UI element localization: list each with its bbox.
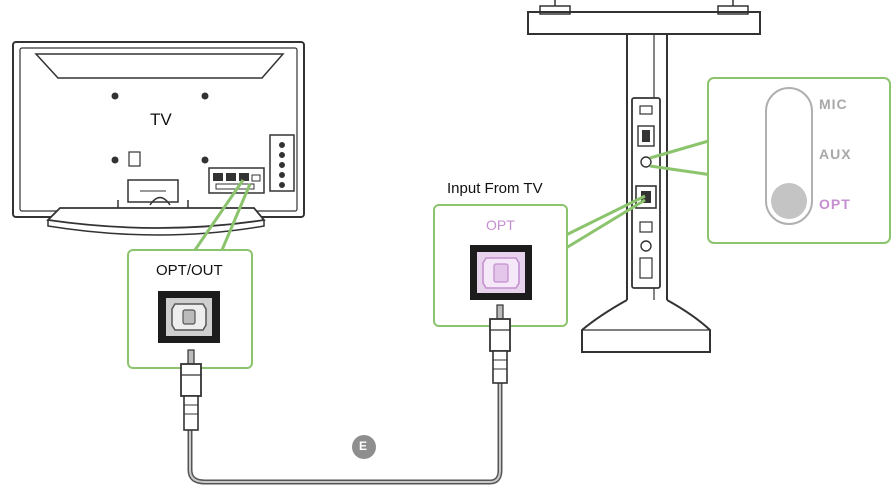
opt-out-callout — [127, 249, 253, 369]
input-switch-callout — [707, 77, 891, 244]
optical-cable — [180, 304, 511, 485]
tv-label: TV — [150, 110, 172, 129]
switch-position-mic: MIC — [819, 96, 848, 112]
opt-port-label: OPT — [486, 217, 515, 233]
switch-position-opt: OPT — [819, 196, 851, 212]
switch-position-aux: AUX — [819, 146, 852, 162]
tv-rear-illustration — [12, 41, 305, 236]
opt-out-label: OPT/OUT — [156, 262, 223, 279]
callout-leaders — [193, 138, 713, 251]
cable-marker-label: E — [359, 439, 368, 453]
input-from-tv-label: Input From TV — [447, 180, 543, 197]
opt-input-callout — [433, 204, 568, 327]
